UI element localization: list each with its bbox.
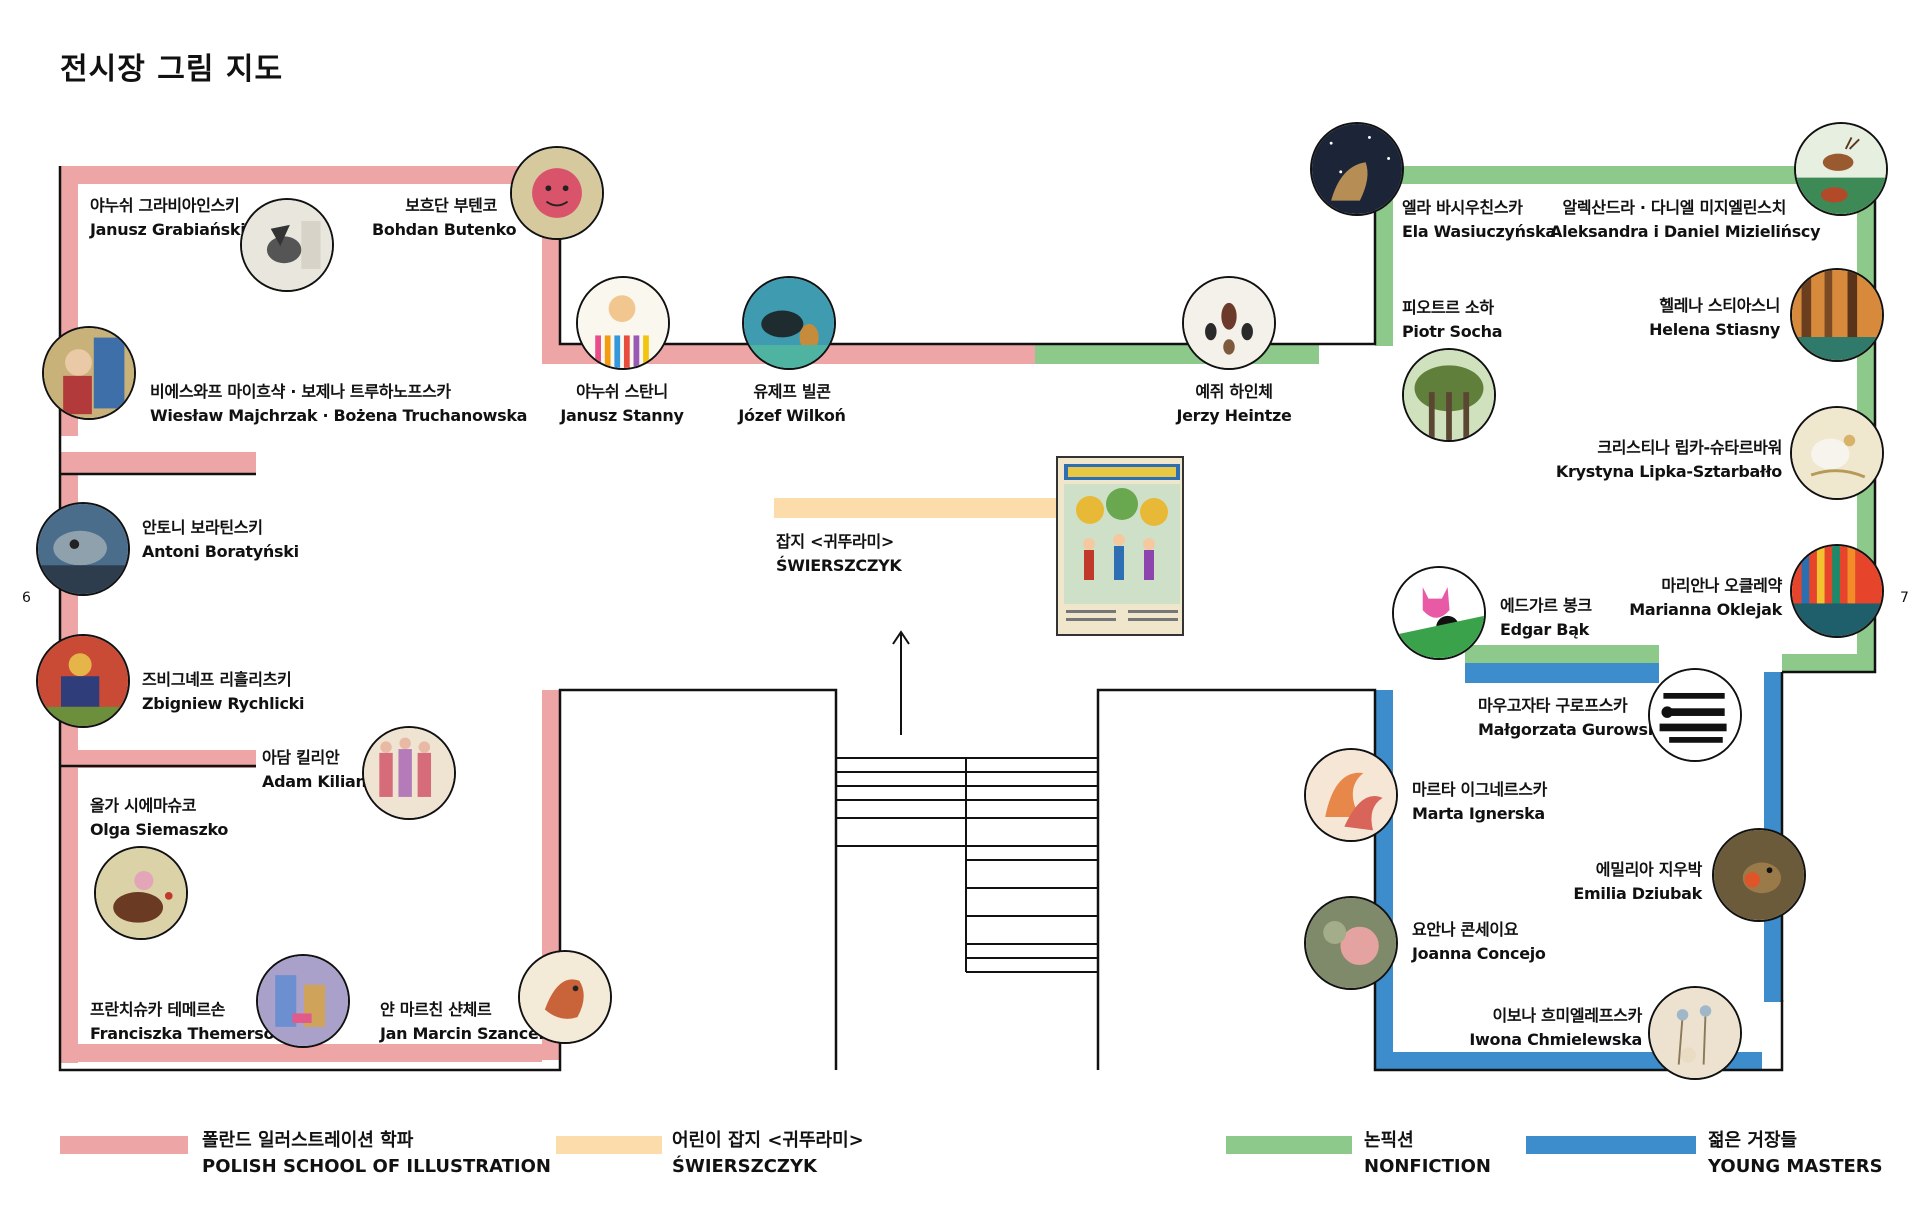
artwork-concejo-image xyxy=(1304,896,1398,990)
artwork-mizielinscy-image xyxy=(1794,122,1888,216)
legend-swatch-nonfiction xyxy=(1226,1136,1352,1154)
staircase xyxy=(836,757,1098,973)
artwork-stiasny-image xyxy=(1790,268,1884,362)
artwork-chmielewska-image xyxy=(1648,986,1742,1080)
page-number-left: 6 xyxy=(22,590,31,606)
artwork-oklejak-image xyxy=(1790,544,1884,638)
artwork-bak-image xyxy=(1392,566,1486,660)
artwork-szancer-image xyxy=(518,950,612,1044)
legend-swatch-young-masters xyxy=(1526,1136,1696,1154)
swierszczyk-zone xyxy=(774,498,1056,518)
legend-swatch-swierszczyk xyxy=(556,1136,662,1154)
legend-swatch-polish-school xyxy=(60,1136,188,1154)
artwork-dziubak-image xyxy=(1712,828,1806,922)
artwork-heintze-image xyxy=(1182,276,1276,370)
artwork-grabianski-image xyxy=(240,198,334,292)
artwork-wilkon-image xyxy=(742,276,836,370)
artwork-ignerska-image xyxy=(1304,748,1398,842)
artwork-themerson-image xyxy=(256,954,350,1048)
walls xyxy=(58,166,1877,1072)
artwork-lipka-image xyxy=(1790,406,1884,500)
magazine-cover-image xyxy=(1056,456,1184,636)
artwork-kilian-image xyxy=(362,726,456,820)
legend-item-swierszczyk: 어린이 잡지 <귀뚜라미>ŚWIERSZCZYK xyxy=(672,1130,864,1177)
artwork-majchrzak-image xyxy=(42,326,136,420)
polish-school-zone xyxy=(60,166,1037,1063)
map-title: 전시장 그림 지도 xyxy=(60,52,284,87)
artwork-socha-image xyxy=(1402,348,1496,442)
page-number-right: 7 xyxy=(1900,590,1909,606)
artwork-butenko-image xyxy=(510,146,604,240)
artwork-wasiuczynska-image xyxy=(1310,122,1404,216)
entrance-arrow xyxy=(892,630,910,735)
artwork-rychlicki-image xyxy=(36,634,130,728)
magazine-label: 잡지 <귀뚜라미>ŚWIERSZCZYK xyxy=(776,532,902,575)
artwork-boratynski-image xyxy=(36,502,130,596)
artwork-siemaszko-image xyxy=(94,846,188,940)
artwork-gurowska-image xyxy=(1648,668,1742,762)
artwork-stanny-image xyxy=(576,276,670,370)
